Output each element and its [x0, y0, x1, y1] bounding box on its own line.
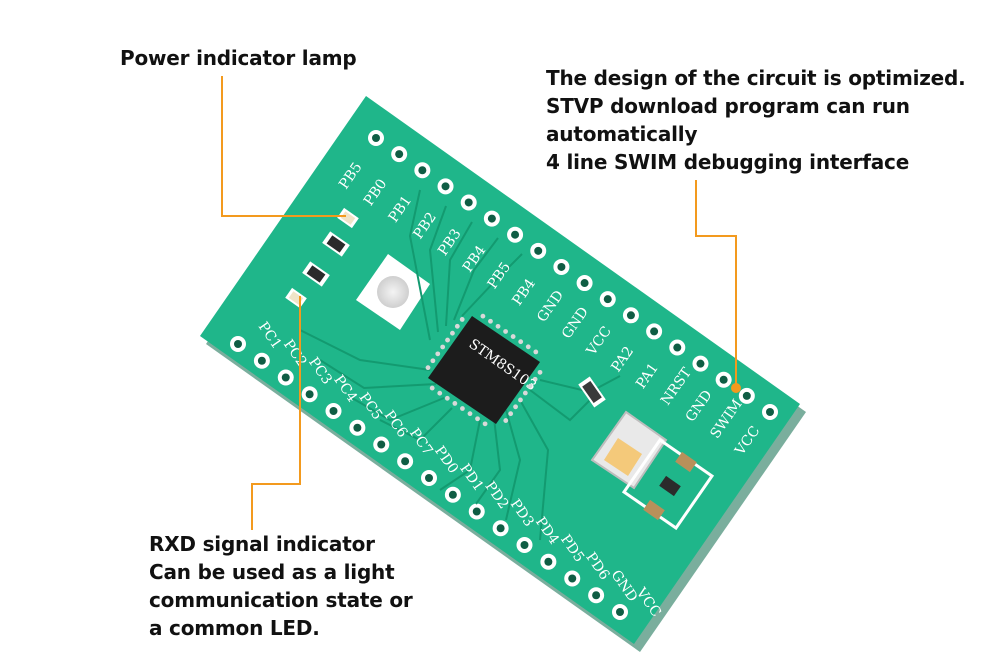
- bottom-hole-12: [520, 541, 529, 549]
- chip-pin: [533, 349, 539, 355]
- design-label-line-3: automatically: [546, 122, 698, 146]
- rxd-label-line-3: communication state or: [149, 588, 413, 612]
- bottom-hole-16: [616, 608, 624, 616]
- chip-pin: [429, 385, 435, 391]
- chip-pin: [518, 339, 524, 345]
- chip-pin: [425, 365, 431, 371]
- chip-pin: [532, 376, 538, 382]
- resistor-r1: [322, 231, 350, 257]
- bottom-hole-4: [329, 407, 338, 415]
- leader-lines: [221, 76, 737, 530]
- chip-pin: [445, 337, 450, 343]
- rxd-label-line-1: RXD signal indicator: [149, 532, 375, 556]
- bottom-hole-13: [544, 557, 553, 566]
- chip-pin: [527, 383, 533, 389]
- top-hole-4: [464, 198, 473, 207]
- resistor-r2: [302, 261, 330, 287]
- rxd-leader-line: [251, 296, 301, 530]
- chip-pin: [513, 404, 518, 410]
- bottom-hole-9: [448, 490, 457, 499]
- chip-pin: [503, 329, 508, 334]
- top-hole-9: [580, 279, 589, 288]
- chip-pin: [459, 317, 465, 322]
- reset-button: [590, 410, 668, 490]
- design-label-line-4: 4 line SWIM debugging interface: [546, 150, 910, 174]
- chip-pin: [518, 397, 523, 403]
- crystal-component: [578, 376, 606, 408]
- chip-pin: [482, 421, 488, 427]
- design-leader-dot: [731, 383, 741, 393]
- bottom-hole-2: [281, 373, 290, 382]
- bottom-hole-3: [305, 390, 314, 399]
- top-hole-15: [719, 375, 728, 384]
- top-hole-10: [603, 295, 612, 304]
- top-hole-7: [534, 246, 543, 255]
- bottom-hole-1: [257, 356, 266, 365]
- mounting-hole: [356, 254, 430, 330]
- power-label-line: Power indicator lamp: [120, 46, 357, 70]
- top-hole-14: [696, 359, 705, 368]
- power-leader-line: [221, 76, 346, 217]
- chip-pin: [508, 411, 514, 417]
- bottom-hole-7: [401, 457, 410, 466]
- chip-pin: [435, 351, 441, 357]
- pcb-traces: [299, 189, 621, 541]
- rxd-label-line-4: a common LED.: [149, 616, 320, 640]
- bottom-header-pins: [230, 336, 628, 620]
- top-hole-2: [418, 166, 427, 175]
- bottom-hole-11: [496, 524, 505, 533]
- top-hole-6: [511, 230, 520, 239]
- rxd-indicator-label: RXD signal indicator Can be used as a li…: [149, 530, 413, 642]
- top-hole-16: [742, 391, 751, 400]
- design-label-line-2: STVP download program can run: [546, 94, 910, 118]
- chip-pin: [450, 330, 455, 336]
- bottom-hole-10: [472, 507, 481, 516]
- top-header-pins: [368, 130, 778, 420]
- design-label-line-1: The design of the circuit is optimized.: [546, 66, 966, 90]
- chip-pin: [444, 395, 450, 401]
- chip-pin: [454, 323, 460, 329]
- chip-pin: [503, 418, 509, 423]
- top-hole-5: [487, 214, 496, 223]
- top-hole-17: [766, 408, 774, 416]
- capacitor-bank: [621, 437, 715, 531]
- bottom-hole-15: [592, 591, 601, 600]
- chip-pin: [525, 344, 531, 350]
- rxd-label-line-2: Can be used as a light: [149, 560, 395, 584]
- top-hole-12: [650, 327, 659, 336]
- power-indicator-label: Power indicator lamp: [120, 44, 357, 72]
- chip-pin: [522, 390, 528, 396]
- top-hole-11: [626, 311, 635, 320]
- top-hole-13: [673, 343, 682, 352]
- power-led: [337, 207, 359, 229]
- chip-pin: [460, 406, 465, 411]
- chip-pin: [495, 323, 501, 329]
- bottom-hole-5: [353, 423, 362, 432]
- chip-pin: [437, 390, 443, 396]
- top-hole-3: [441, 182, 450, 191]
- chip-pin: [430, 358, 436, 364]
- chip-pin: [440, 344, 446, 350]
- chip-pin: [452, 401, 458, 406]
- chip-pin: [480, 313, 486, 319]
- chip-pin: [488, 318, 493, 324]
- top-hole-0: [372, 134, 380, 142]
- bottom-hole-0: [234, 340, 242, 348]
- chip-pin: [475, 416, 480, 422]
- chip-pin: [537, 369, 543, 375]
- top-hole-8: [557, 262, 566, 271]
- design-leader-line: [695, 180, 737, 388]
- bottom-hole-8: [425, 474, 433, 482]
- mcu-chip: STM8S103: [425, 313, 543, 427]
- bottom-hole-6: [377, 440, 386, 449]
- chip-pin: [467, 411, 473, 417]
- design-notes-label: The design of the circuit is optimized. …: [546, 64, 966, 176]
- top-hole-1: [395, 150, 404, 159]
- chip-pin: [510, 334, 516, 339]
- bottom-hole-14: [568, 574, 577, 583]
